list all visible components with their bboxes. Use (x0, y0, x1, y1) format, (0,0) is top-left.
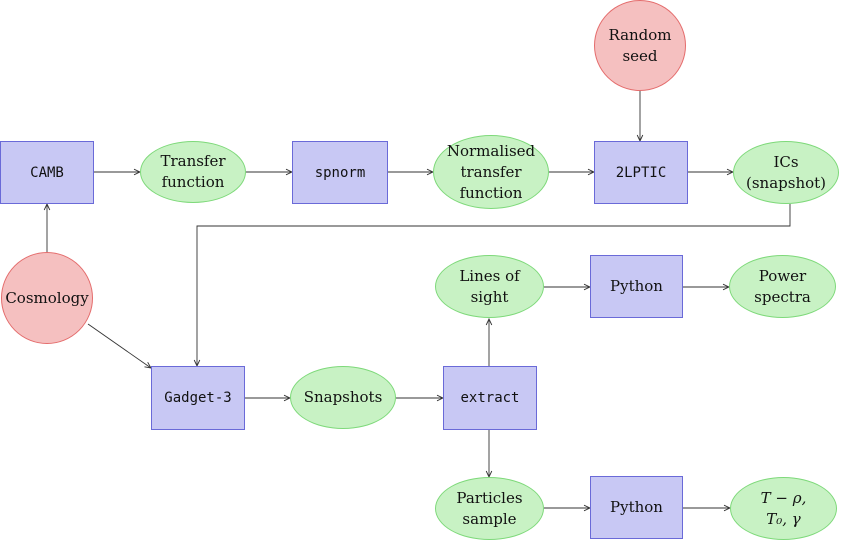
python-bottom-label: Python (610, 498, 663, 516)
2lptic-box: 2LPTIC (594, 141, 688, 204)
cosmology-circle: Cosmology (1, 252, 93, 344)
python-top-label: Python (610, 277, 663, 295)
transfer-function-label: Transfer function (160, 152, 226, 191)
2lptic-label: 2LPTIC (615, 164, 667, 181)
lines-of-sight-ellipse: Lines of sight (435, 255, 544, 318)
ics-snapshot-label: ICs (snapshot) (745, 152, 827, 192)
power-spectra-label: Power spectra (754, 266, 811, 306)
lines-of-sight-label: Lines of sight (459, 266, 520, 306)
random-seed-circle: Random seed (594, 0, 686, 91)
arrow-cosmology-to-gadget3 (87, 323, 151, 368)
spnorm-box: spnorm (292, 141, 388, 204)
random-seed-label: Random seed (608, 25, 672, 65)
spnorm-label: spnorm (314, 164, 366, 181)
snapshots-label: Snapshots (303, 388, 383, 406)
transfer-function-ellipse: Transfer function (140, 141, 246, 203)
normalised-transfer-function-ellipse: Normalised transfer function (433, 135, 549, 209)
snapshots-ellipse: Snapshots (290, 366, 396, 429)
t-rho-t0-gamma-ellipse: T − ρ, T₀, γ (730, 477, 837, 540)
power-spectra-ellipse: Power spectra (729, 255, 836, 318)
arrow-ics-to-gadget3 (197, 204, 791, 366)
gadget3-label: Gadget-3 (164, 390, 232, 406)
extract-box: extract (443, 366, 537, 430)
camb-label: CAMB (30, 164, 64, 181)
ics-snapshot-ellipse: ICs (snapshot) (733, 141, 839, 204)
normalised-transfer-function-label: Normalised transfer function (446, 141, 536, 202)
extract-label: extract (460, 390, 520, 406)
camb-box: CAMB (0, 141, 94, 204)
cosmology-label: Cosmology (5, 288, 89, 307)
python-bottom-box: Python (590, 476, 683, 539)
particles-sample-ellipse: Particles sample (435, 477, 544, 540)
t-rho-t0-gamma-label: T − ρ, T₀, γ (760, 488, 807, 528)
gadget3-box: Gadget-3 (151, 366, 245, 430)
python-top-box: Python (590, 255, 683, 318)
particles-sample-label: Particles sample (456, 488, 523, 528)
